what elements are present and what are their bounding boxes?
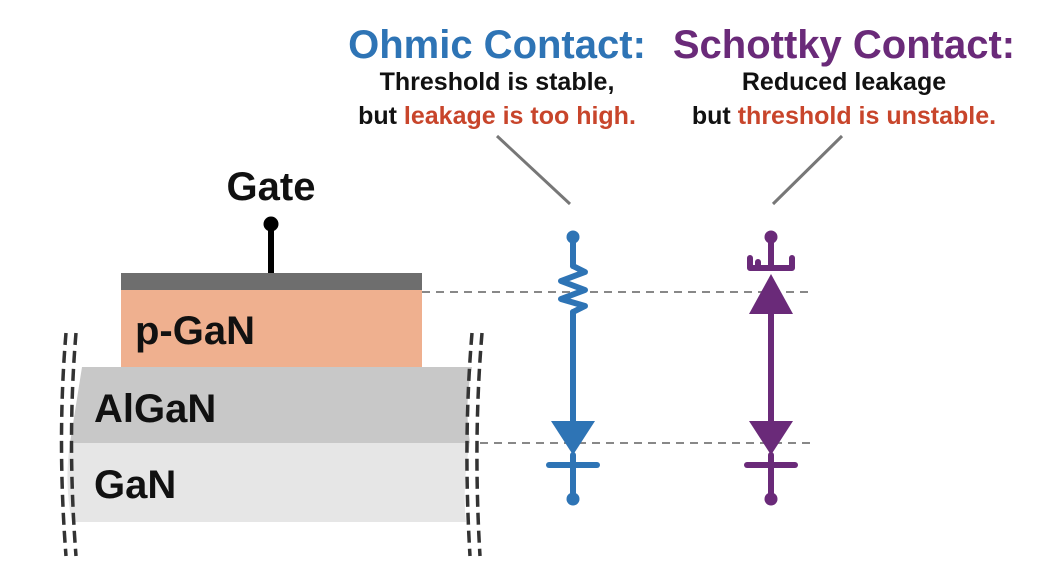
ohmic-title: Ohmic Contact:	[348, 23, 646, 67]
ohmic-diode-symbol	[551, 421, 595, 455]
pgan-layer	[121, 289, 422, 367]
schottky-line2-highlight: threshold is unstable.	[738, 102, 996, 130]
ohmic-caption: Ohmic Contact: Threshold is stable, but …	[348, 23, 646, 130]
algan-label: AlGaN	[94, 387, 216, 431]
schottky-bar-symbol	[747, 255, 795, 271]
gate-metal	[121, 273, 422, 290]
schottky-diode-symbol	[749, 274, 793, 314]
schottky-bottom-terminal	[764, 492, 778, 506]
gate-label: Gate	[227, 165, 316, 209]
algan-layer	[70, 367, 472, 443]
device-cross-section: Gate p-GaN AlGaN GaN	[59, 165, 484, 557]
ohmic-bottom-terminal	[566, 492, 580, 506]
schottky-line2: but threshold is unstable.	[692, 102, 996, 130]
schottky-pointer-line	[771, 134, 844, 206]
gan-label: GaN	[94, 463, 176, 507]
gan-layer	[67, 443, 470, 522]
schottky-line1: Reduced leakage	[742, 68, 946, 96]
ohmic-line2: but leakage is too high.	[358, 102, 636, 130]
gate-terminal-dot	[263, 216, 279, 232]
break-marks-right	[465, 332, 484, 557]
schottky-line2-plain: but	[692, 102, 738, 130]
break-marks-left	[59, 332, 78, 557]
schottky-lower-diode-symbol	[749, 421, 793, 455]
pgan-label: p-GaN	[135, 309, 255, 353]
ohmic-pointer-line	[495, 134, 572, 206]
ohmic-line1: Threshold is stable,	[380, 68, 615, 96]
schottky-caption: Schottky Contact: Reduced leakage but th…	[673, 23, 1015, 130]
ohmic-circuit	[546, 230, 600, 506]
schottky-circuit	[744, 230, 798, 506]
schottky-title: Schottky Contact:	[673, 23, 1015, 67]
ohmic-line2-plain: but	[358, 102, 404, 130]
resistor-symbol	[558, 263, 588, 315]
ohmic-line2-highlight: leakage is too high.	[404, 102, 636, 130]
